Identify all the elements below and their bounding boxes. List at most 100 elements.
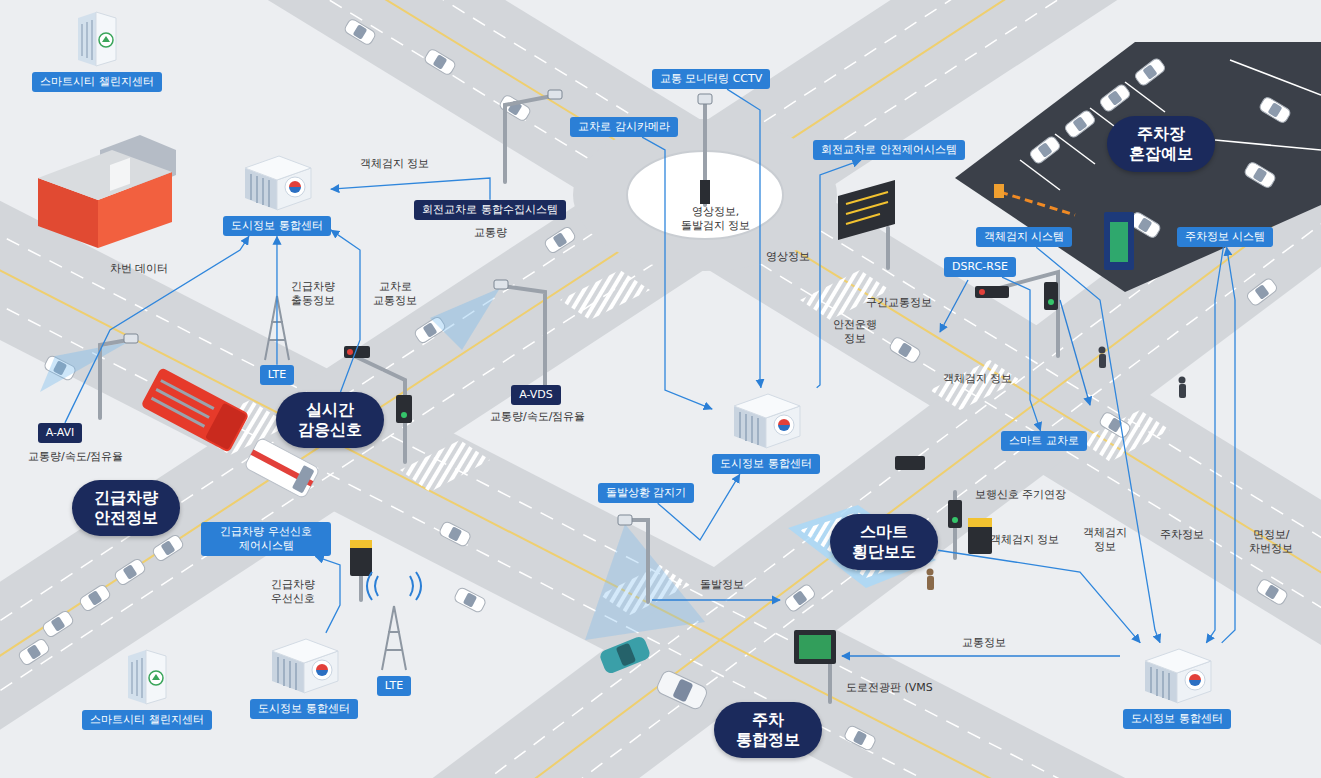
system-label: 객체검지 시스템 [976,227,1073,247]
city-info-center: 도시정보 통합센터 [223,150,331,236]
building-icon [78,12,116,66]
info-label: 교통정보 [962,636,1006,650]
node-text: DSRC-RSE [952,260,1008,274]
car [1243,161,1276,189]
pedestrian [1099,347,1106,354]
building-icon [272,639,338,693]
info-arrow [652,599,780,600]
station-roof [38,150,172,200]
device-label: 교차로 감시카메라 [570,117,678,137]
pedestrian [1099,354,1106,368]
system-label: 회전교차로 안전제어시스템 [813,140,965,160]
node-text: 긴급차량 우선신호 제어시스템 [209,525,323,554]
building-icon [1145,649,1211,703]
sign-pole [886,228,890,268]
car-body [598,635,651,675]
network-label: LTE [377,676,411,696]
info-flow-connector [1002,277,1040,431]
fire-station [38,135,176,248]
station-door [110,158,130,191]
signal-lamp [1048,299,1054,305]
fire-truck [141,367,250,453]
info-arrows [652,280,1120,656]
building-icon [245,156,311,210]
parking-line [1055,134,1095,164]
info-label: 객체검지 정보 [1078,526,1132,555]
detector-pole [626,520,648,602]
crosswalk [400,440,490,492]
safety-sign [838,180,895,240]
collect-pole [505,96,552,182]
a-vds-pole [502,286,545,385]
center-line [0,0,1321,682]
device-label: A-AVI [38,423,83,443]
device-label: DSRC-RSE [944,257,1016,277]
info-label: 면정보/ 차번정보 [1244,528,1298,557]
pedestrian [1179,377,1186,384]
parking-barrier [1000,192,1075,215]
crosswalk [800,270,890,320]
car-window [672,678,693,702]
parking-line [1125,82,1165,112]
info-label: 영상정보 [766,250,810,264]
signal-lamp [347,349,353,355]
building-icon [726,388,806,450]
car [1255,578,1288,606]
info-flow-connector [938,550,1140,643]
crashed-cars [598,635,709,711]
node-text: 주차장 혼잡예보 [1123,124,1199,164]
traffic-light [396,395,412,423]
signal-lamp [952,517,958,523]
info-label: 주차정보 [1160,528,1204,542]
node-text: LTE [385,679,403,693]
camera [698,94,712,104]
sign-lights [846,192,888,224]
pedestrian [1179,384,1186,398]
info-label: 교차로 교통정보 [368,280,422,309]
signal-pole [985,272,1058,356]
camera [548,90,562,99]
car [1258,96,1291,124]
car [843,725,877,752]
info-flow-connector [331,178,490,200]
car [343,18,376,46]
parking-sign [1104,212,1134,270]
car [17,638,50,667]
signal-box-top [350,540,372,548]
lte-tower [382,606,406,670]
crosswalk [560,270,650,320]
info-label: 객체검지 정보 [943,372,1013,386]
info-label: 교통량/속도/점유율 [28,450,123,464]
service-label: 스마트 교차로 [1001,431,1087,451]
camera [494,280,508,289]
service-pill: 스마트 횡단보도 [830,514,938,570]
vms-board [794,630,836,664]
signal-box-pole [359,575,363,600]
node-text: 스마트시티 챌린지센터 [32,72,162,92]
service-pill: 실시간 감응신호 [276,392,384,448]
info-flow-connector [65,236,249,423]
device-label: 교통 모니터링 CCTV [652,69,771,89]
info-label: 교통량 [474,226,507,240]
building-icon [122,646,172,706]
sensor-beams [40,288,705,640]
city-info-center: 도시정보 통합센터 [1123,643,1231,729]
info-label: 교통량/속도/점유율 [490,410,585,424]
node-text: 도시정보 통합센터 [1123,709,1231,729]
signal-box [350,540,372,576]
car-window [616,643,636,667]
city-info-center: 도시정보 통합센터 [712,388,820,474]
info-label: 도로전광판 (VMS [846,681,933,695]
node-text: 스마트시티 챌린지센터 [82,710,212,730]
cctv-base [700,180,710,204]
countdown-display [895,456,925,470]
info-label: 차번 데이터 [110,262,169,276]
signal-lamp [401,412,407,418]
node-text: 긴급차량 안전정보 [88,488,164,528]
node-text: 객체검지 시스템 [984,230,1065,244]
signal-lamp [979,289,985,295]
